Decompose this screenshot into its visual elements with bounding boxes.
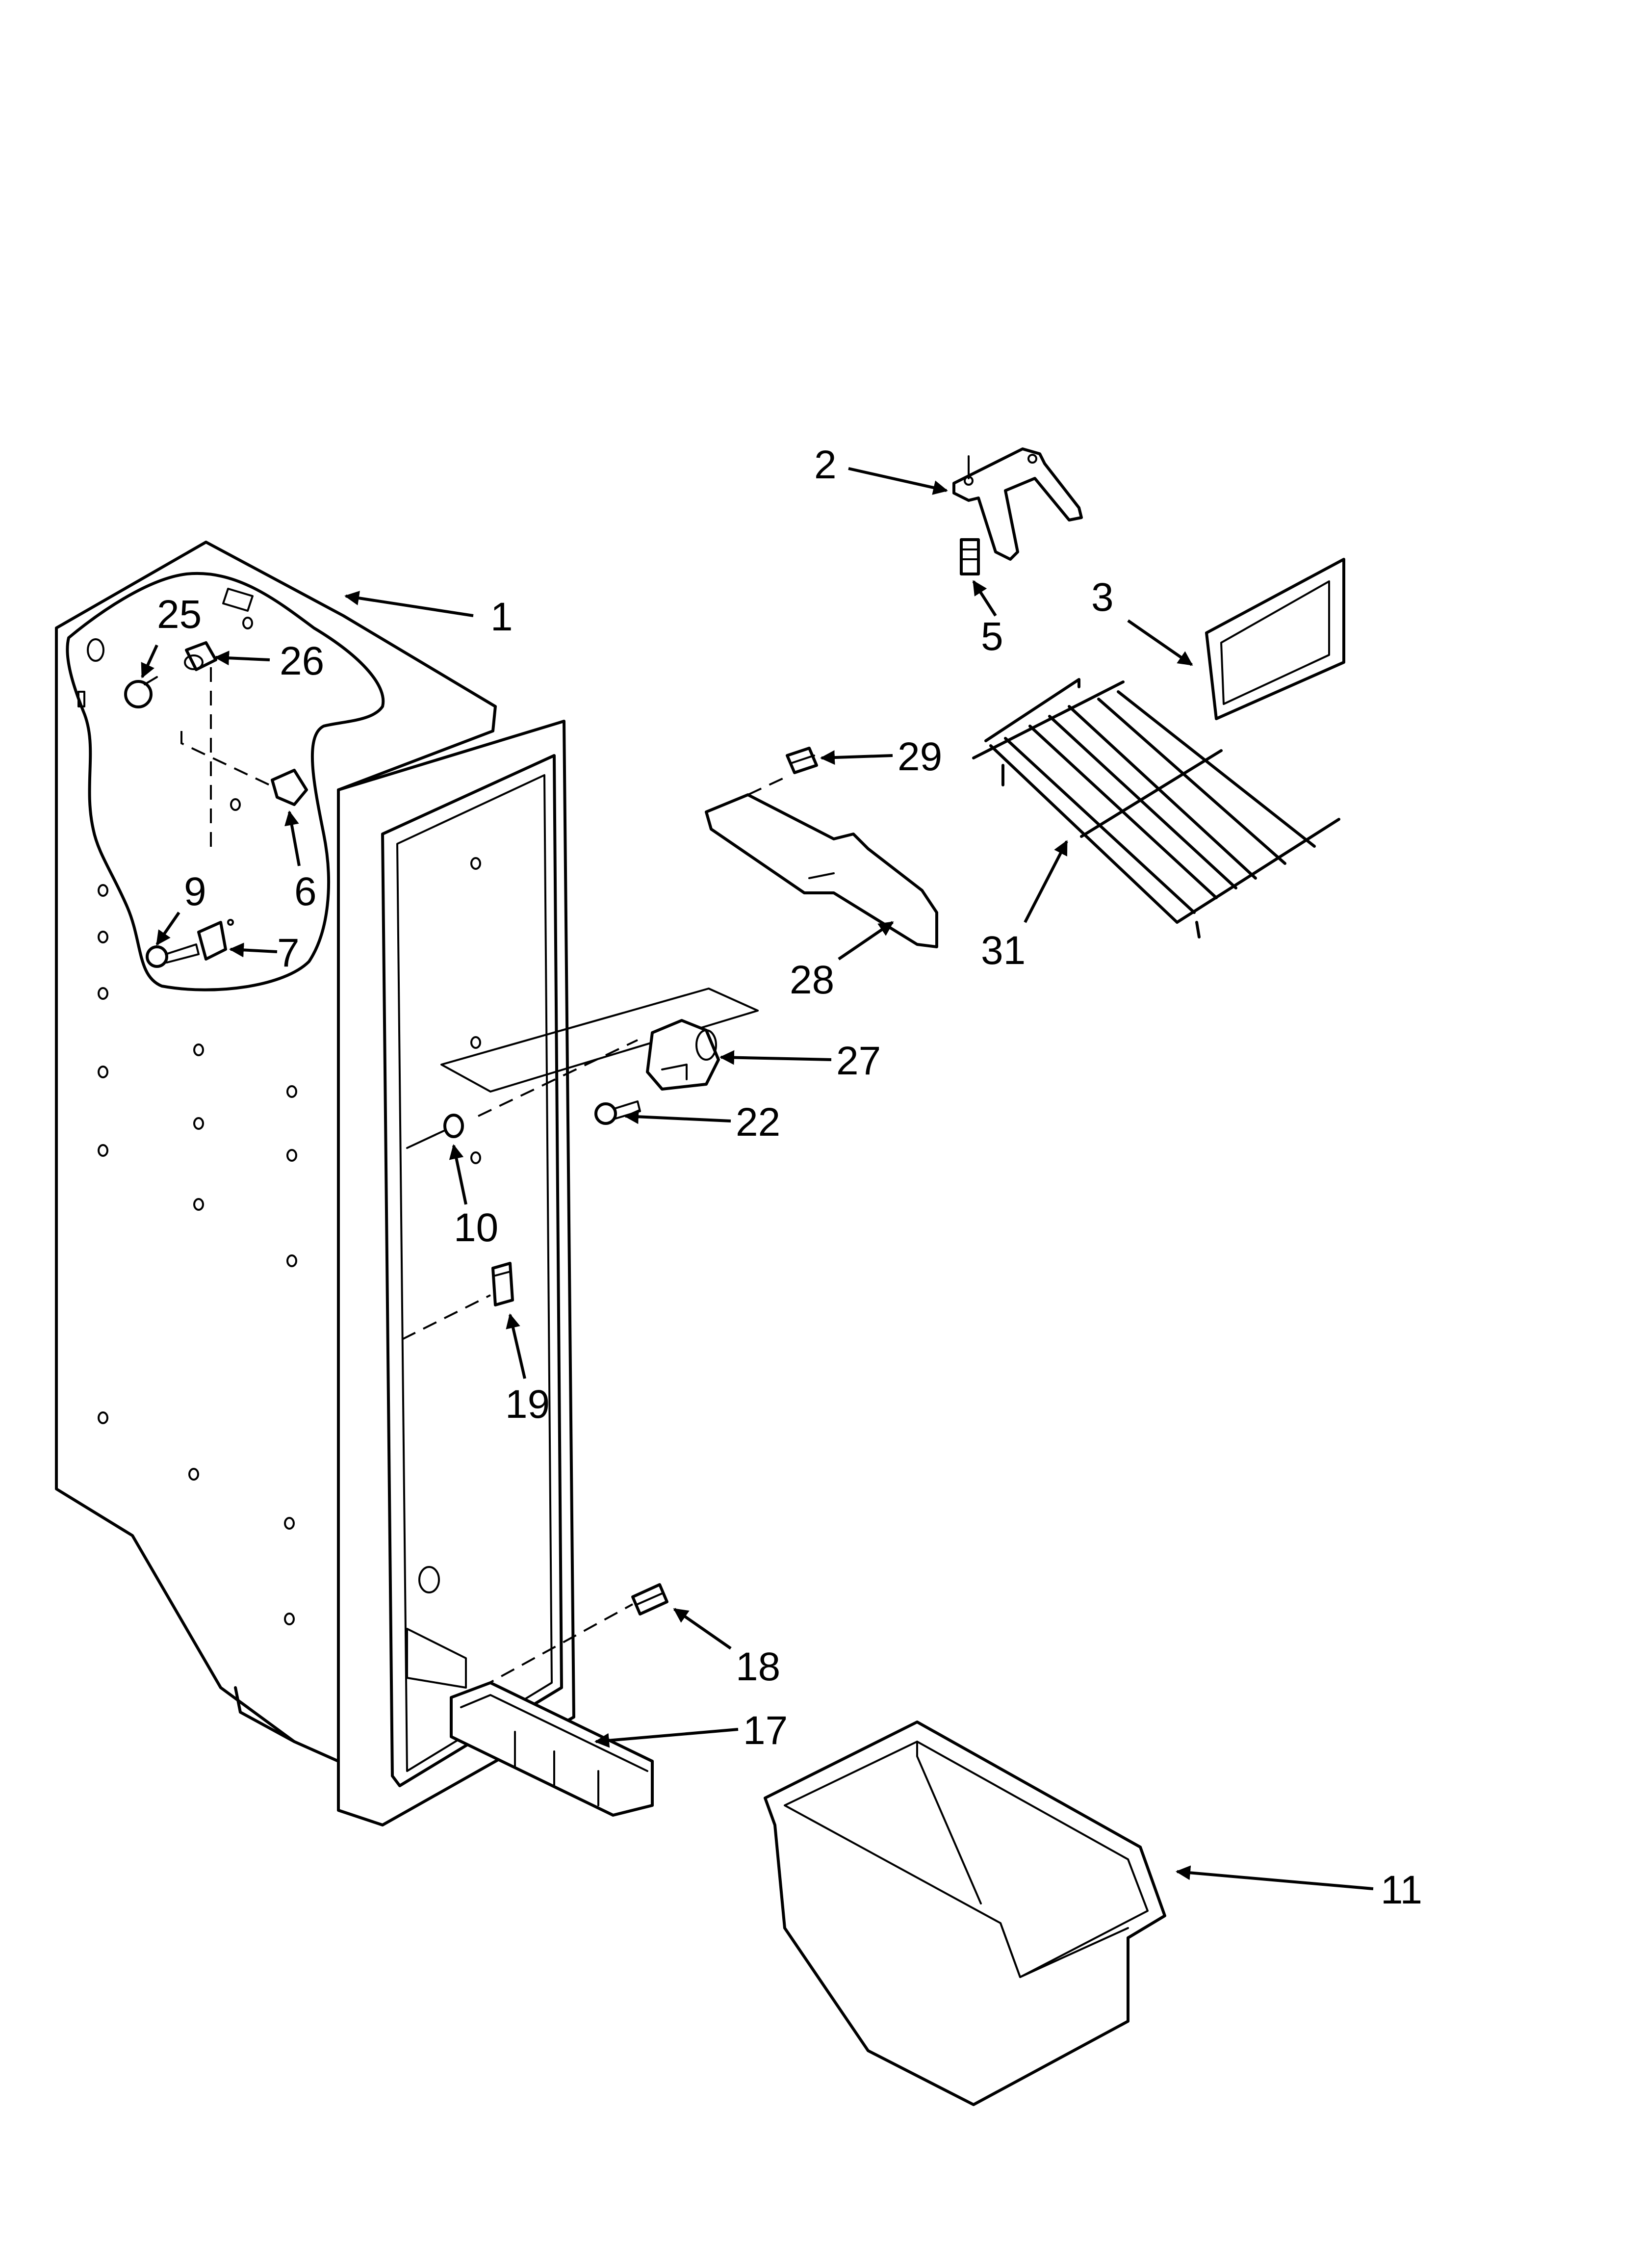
leader-18 xyxy=(673,1608,732,1650)
cabinet-drain-recess xyxy=(406,1628,467,1689)
shelf-rail xyxy=(705,793,938,948)
leader-1 xyxy=(344,591,474,617)
glass-shelf xyxy=(1205,558,1345,720)
switch-bracket xyxy=(271,769,308,806)
cabinet-liner xyxy=(55,541,575,1826)
leader-19 xyxy=(506,1313,526,1379)
screw-part-5 xyxy=(960,538,980,575)
leader-17 xyxy=(594,1728,739,1748)
callout-7: 7 xyxy=(277,931,300,975)
leader-28 xyxy=(838,921,894,961)
callout-labels: 1 2 3 5 6 7 9 10 11 17 18 19 22 25 26 27… xyxy=(157,443,1422,1912)
leader-10 xyxy=(449,1144,467,1205)
cabinet-drain-hole xyxy=(418,1566,440,1593)
switch-guide-line xyxy=(180,731,275,788)
leader-22 xyxy=(624,1109,731,1124)
cabinet-vent-slot xyxy=(222,588,254,612)
rivet-part xyxy=(406,1114,464,1149)
callout-25: 25 xyxy=(157,592,202,637)
screw-part-18 xyxy=(631,1583,668,1616)
leader-27 xyxy=(719,1050,832,1065)
callout-27: 27 xyxy=(836,1039,881,1083)
leader-6 xyxy=(284,810,301,866)
shelf-bracket xyxy=(952,447,1083,561)
light-bulb xyxy=(124,676,158,708)
leader-2 xyxy=(848,467,948,495)
switch-guide-line-2 xyxy=(402,1294,491,1340)
leader-5 xyxy=(972,580,997,617)
callout-31: 31 xyxy=(981,928,1026,973)
mount-guide-line xyxy=(478,1039,638,1117)
door-switch xyxy=(491,1262,514,1306)
leader-11 xyxy=(1176,1865,1374,1890)
callout-6: 6 xyxy=(294,869,317,914)
leader-3 xyxy=(1127,619,1193,666)
callout-1: 1 xyxy=(490,595,513,639)
callout-26: 26 xyxy=(280,639,324,683)
cabinet-slot xyxy=(77,691,85,707)
callout-2: 2 xyxy=(814,443,837,487)
cabinet-port xyxy=(87,638,104,662)
clip-part xyxy=(197,919,234,961)
callout-10: 10 xyxy=(454,1205,498,1250)
leader-31 xyxy=(1024,840,1068,923)
cabinet-inner-edge xyxy=(396,774,553,1772)
callout-5: 5 xyxy=(981,614,1003,659)
leader-9 xyxy=(155,912,180,946)
callout-9: 9 xyxy=(184,869,206,914)
cabinet-foot xyxy=(234,1686,296,1743)
leader-7 xyxy=(229,942,278,958)
leader-26 xyxy=(214,651,270,666)
leader-lines xyxy=(141,467,1374,1890)
callout-17: 17 xyxy=(743,1708,788,1753)
callout-11: 11 xyxy=(1381,1868,1422,1912)
screw-part-29 xyxy=(786,747,818,774)
callout-19: 19 xyxy=(505,1382,550,1427)
leader-25 xyxy=(141,644,158,678)
mounting-template xyxy=(440,988,759,1093)
cabinet-holes xyxy=(98,617,481,1625)
leader-29 xyxy=(820,750,893,765)
cabinet-front-frame xyxy=(337,720,575,1826)
shelf-support-27 xyxy=(646,1019,720,1091)
grille-guide-line xyxy=(480,1603,633,1689)
wire-shelf xyxy=(972,678,1340,938)
screw-part-22 xyxy=(594,1100,641,1125)
storage-bin xyxy=(764,1721,1166,2106)
callout-22: 22 xyxy=(736,1100,780,1145)
callout-28: 28 xyxy=(790,958,834,1002)
rail-guide-line xyxy=(747,777,785,796)
callout-18: 18 xyxy=(736,1644,780,1689)
callout-3: 3 xyxy=(1091,575,1114,620)
cabinet-cutaway xyxy=(66,572,385,991)
screw-part-9 xyxy=(146,943,200,968)
callout-29: 29 xyxy=(898,734,942,779)
